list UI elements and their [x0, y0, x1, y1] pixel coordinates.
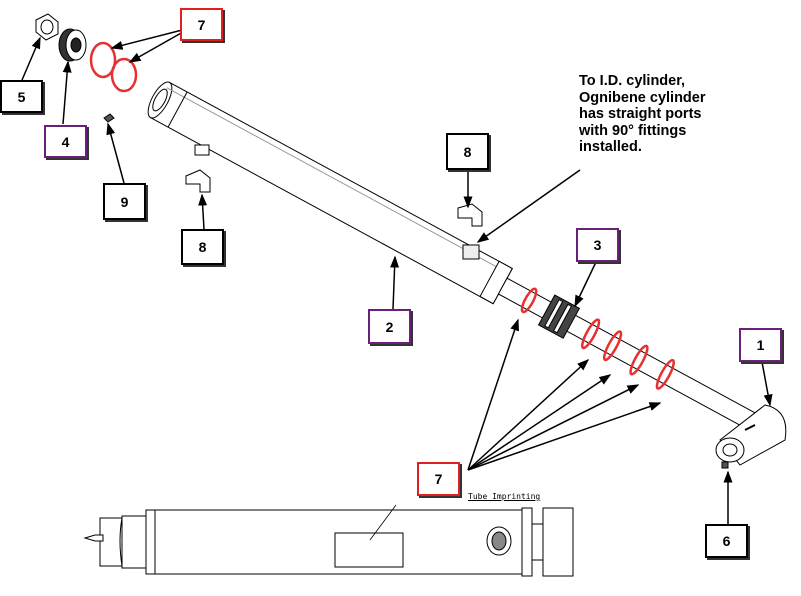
callout-number: 8	[198, 239, 207, 255]
callout-number: 6	[722, 533, 731, 549]
gland-part-4	[58, 28, 87, 62]
elbow-fitting-part-8	[185, 144, 211, 193]
callout-8-left: 8	[181, 229, 224, 265]
elbow-fitting-part-8	[457, 203, 483, 260]
callout-number: 5	[17, 88, 26, 105]
port-note: To I.D. cylinder, Ognibene cylinder has …	[579, 73, 706, 155]
nut-part-5	[35, 13, 59, 41]
callout-1: 1	[739, 328, 782, 362]
callout-number: 2	[385, 318, 394, 335]
assembled-cylinder-view	[83, 504, 574, 577]
imprint-box	[334, 532, 404, 568]
callout-number: 7	[197, 16, 206, 33]
callout-number: 4	[61, 133, 70, 150]
callout-6: 6	[705, 524, 748, 558]
callout-9: 9	[103, 183, 146, 220]
seal-ring	[89, 41, 117, 79]
callout-number: 9	[120, 193, 129, 210]
barrel-part-2	[149, 81, 513, 305]
callout-number: 7	[434, 471, 443, 487]
cylinder-assembly	[147, 81, 781, 443]
rod	[497, 277, 781, 443]
callout-number: 1	[756, 337, 765, 353]
callout-4: 4	[44, 125, 87, 158]
callout-7-bottom: 7	[417, 462, 460, 496]
callout-3: 3	[576, 228, 619, 262]
tube-imprinting-label: Tube Imprinting	[468, 492, 541, 501]
grease-fitting-part-9	[103, 113, 115, 123]
grease-fitting-part-6	[721, 461, 729, 469]
callout-5: 5	[0, 80, 43, 113]
callout-8-right: 8	[446, 133, 489, 170]
callout-7-top: 7	[180, 8, 223, 41]
callout-2: 2	[368, 309, 411, 344]
callout-number: 3	[593, 237, 602, 253]
seal-ring	[110, 57, 138, 93]
callout-number: 8	[463, 143, 472, 160]
